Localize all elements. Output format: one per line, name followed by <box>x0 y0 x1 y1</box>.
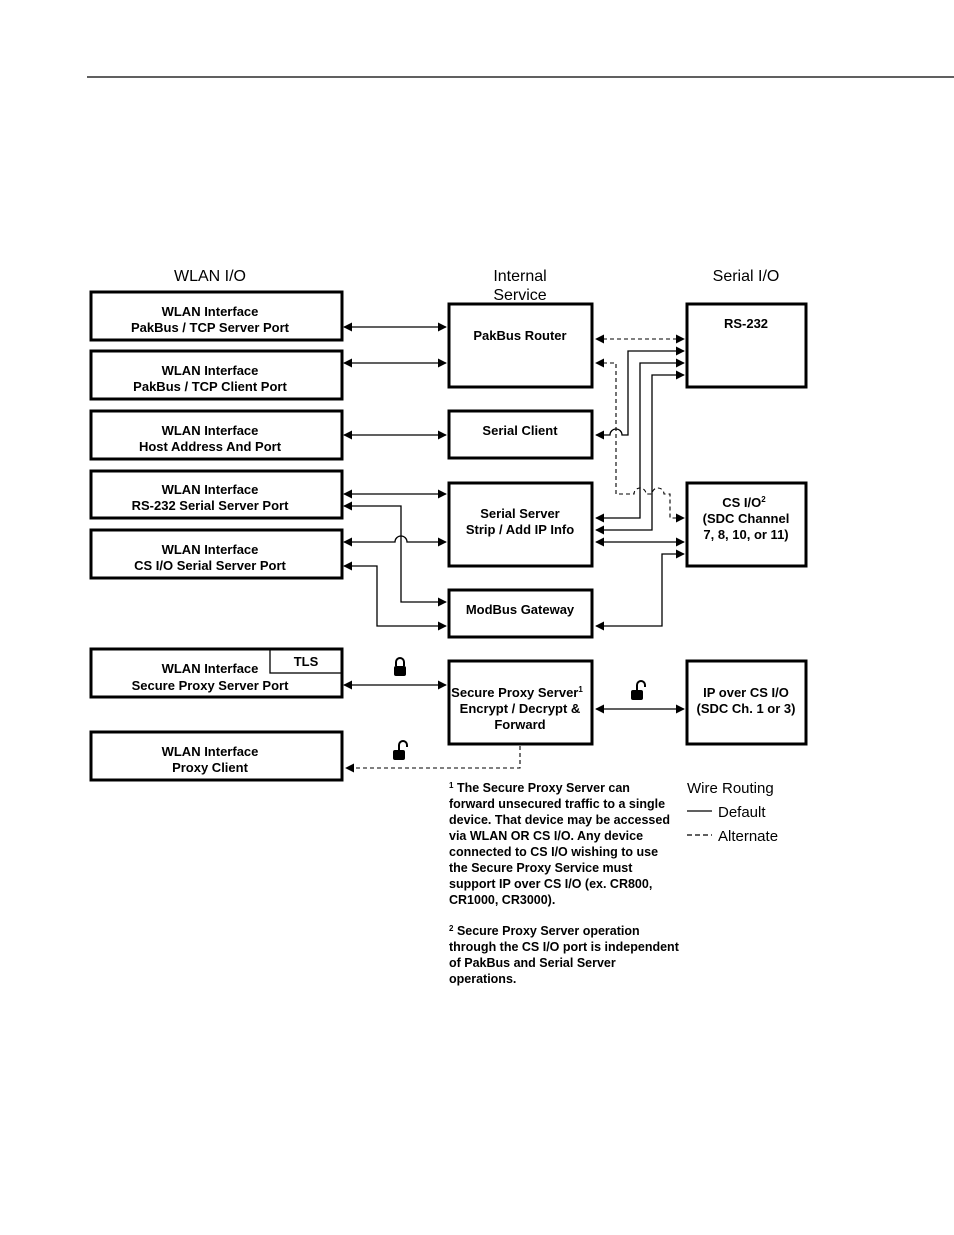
wlan-secure-proxy-server-box: TLS WLAN Interface Secure Proxy Server P… <box>89 647 344 699</box>
svg-text:via WLAN OR CS I/O. Any device: via WLAN OR CS I/O. Any device <box>449 829 643 843</box>
wlan-service-connections <box>343 322 521 773</box>
wire-routing-legend: Wire Routing Default Alternate <box>687 780 778 845</box>
svg-text:forward unsecured traffic to a: forward unsecured traffic to a single <box>449 797 665 811</box>
svg-text:(SDC Ch. 1 or 3): (SDC Ch. 1 or 3) <box>697 701 796 716</box>
svg-text:Secure Proxy Server Port: Secure Proxy Server Port <box>132 678 289 693</box>
locked-padlock-icon <box>394 657 406 676</box>
svg-text:CS I/O Serial Server Port: CS I/O Serial Server Port <box>134 558 286 573</box>
svg-text:WLAN Interface: WLAN Interface <box>162 744 259 759</box>
svg-text:7, 8, 10, or 11): 7, 8, 10, or 11) <box>703 527 788 542</box>
pakbus-router-box: PakBus Router <box>447 302 594 389</box>
header-internal: Internal <box>493 268 546 285</box>
svg-text:operations.: operations. <box>449 972 516 986</box>
legend-default-label: Default <box>718 804 766 821</box>
svg-text:WLAN Interface: WLAN Interface <box>162 423 259 438</box>
tls-label: TLS <box>294 654 319 669</box>
secure-proxy-server-box: Secure Proxy Server1 Encrypt / Decrypt &… <box>447 659 594 746</box>
wlan-csio-serial-server-box: WLAN Interface CS I/O Serial Server Port <box>89 528 344 580</box>
svg-text:the Secure Proxy Service must: the Secure Proxy Service must <box>449 861 633 875</box>
svg-text:PakBus Router: PakBus Router <box>473 328 566 343</box>
rs232-box: RS-232 <box>685 302 808 389</box>
svg-text:WLAN Interface: WLAN Interface <box>162 304 259 319</box>
unlocked-padlock-icon <box>631 680 646 700</box>
legend-alternate-label: Alternate <box>718 828 778 845</box>
svg-text:CS I/O2: CS I/O2 <box>722 495 766 510</box>
svg-text:WLAN Interface: WLAN Interface <box>162 363 259 378</box>
footnote-1: 1 The Secure Proxy Server can forward un… <box>449 781 670 907</box>
svg-text:Serial Client: Serial Client <box>482 423 558 438</box>
wlan-proxy-client-box: WLAN Interface Proxy Client <box>89 730 344 782</box>
svg-text:connected to CS I/O wishing to: connected to CS I/O wishing to use <box>449 845 658 859</box>
svg-text:1 The Secure Proxy Server can: 1 The Secure Proxy Server can <box>449 781 630 795</box>
svg-text:Host Address And Port: Host Address And Port <box>139 439 282 454</box>
svg-text:of PakBus and Serial Server: of PakBus and Serial Server <box>449 956 616 970</box>
serial-client-box: Serial Client <box>447 409 594 460</box>
svg-text:through the CS I/O port is ind: through the CS I/O port is independent <box>449 940 680 954</box>
footnote-2: 2 Secure Proxy Server operation through … <box>449 924 680 986</box>
svg-text:Encrypt / Decrypt &: Encrypt / Decrypt & <box>460 701 581 716</box>
svg-text:(SDC Channel: (SDC Channel <box>703 511 790 526</box>
svg-text:device. That device may be acc: device. That device may be accessed <box>449 813 670 827</box>
svg-text:WLAN Interface: WLAN Interface <box>162 661 259 676</box>
ip-over-csio-box: IP over CS I/O (SDC Ch. 1 or 3) <box>685 659 808 746</box>
svg-text:PakBus / TCP Client Port: PakBus / TCP Client Port <box>133 379 287 394</box>
svg-text:Secure Proxy Server1: Secure Proxy Server1 <box>451 685 583 700</box>
header-service: Service <box>493 287 546 304</box>
svg-text:Serial Server: Serial Server <box>480 506 560 521</box>
svg-text:PakBus / TCP Server Port: PakBus / TCP Server Port <box>131 320 290 335</box>
svg-text:RS-232 Serial Server Port: RS-232 Serial Server Port <box>132 498 289 513</box>
svg-text:Proxy Client: Proxy Client <box>172 760 249 775</box>
svg-text:CR1000, CR3000).: CR1000, CR3000). <box>449 893 555 907</box>
csio-box: CS I/O2 (SDC Channel 7, 8, 10, or 11) <box>685 481 808 568</box>
svg-text:support IP over CS I/O (ex. CR: support IP over CS I/O (ex. CR800, <box>449 877 652 891</box>
wlan-pakbus-tcp-server-box: WLAN Interface PakBus / TCP Server Port <box>89 290 344 342</box>
modbus-gateway-box: ModBus Gateway <box>447 588 594 639</box>
svg-text:Strip / Add IP Info: Strip / Add IP Info <box>466 522 574 537</box>
service-serial-connections <box>595 334 685 714</box>
svg-text:WLAN Interface: WLAN Interface <box>162 482 259 497</box>
legend-title: Wire Routing <box>687 780 774 797</box>
svg-text:2 Secure Proxy Server operatio: 2 Secure Proxy Server operation <box>449 924 640 938</box>
unlocked-padlock-icon <box>393 740 408 760</box>
wlan-pakbus-tcp-client-box: WLAN Interface PakBus / TCP Client Port <box>89 349 344 401</box>
header-serial-io: Serial I/O <box>713 268 780 285</box>
svg-text:RS-232: RS-232 <box>724 316 768 331</box>
serial-server-box: Serial Server Strip / Add IP Info <box>447 481 594 568</box>
svg-text:IP over CS I/O: IP over CS I/O <box>703 685 789 700</box>
wlan-host-address-box: WLAN Interface Host Address And Port <box>89 409 344 461</box>
svg-text:WLAN Interface: WLAN Interface <box>162 542 259 557</box>
tls-tab <box>269 648 343 674</box>
header-wlan-io: WLAN I/O <box>174 268 246 285</box>
svg-text:ModBus Gateway: ModBus Gateway <box>466 602 575 617</box>
wlan-rs232-serial-server-box: WLAN Interface RS-232 Serial Server Port <box>89 469 344 520</box>
svg-text:Forward: Forward <box>494 717 545 732</box>
